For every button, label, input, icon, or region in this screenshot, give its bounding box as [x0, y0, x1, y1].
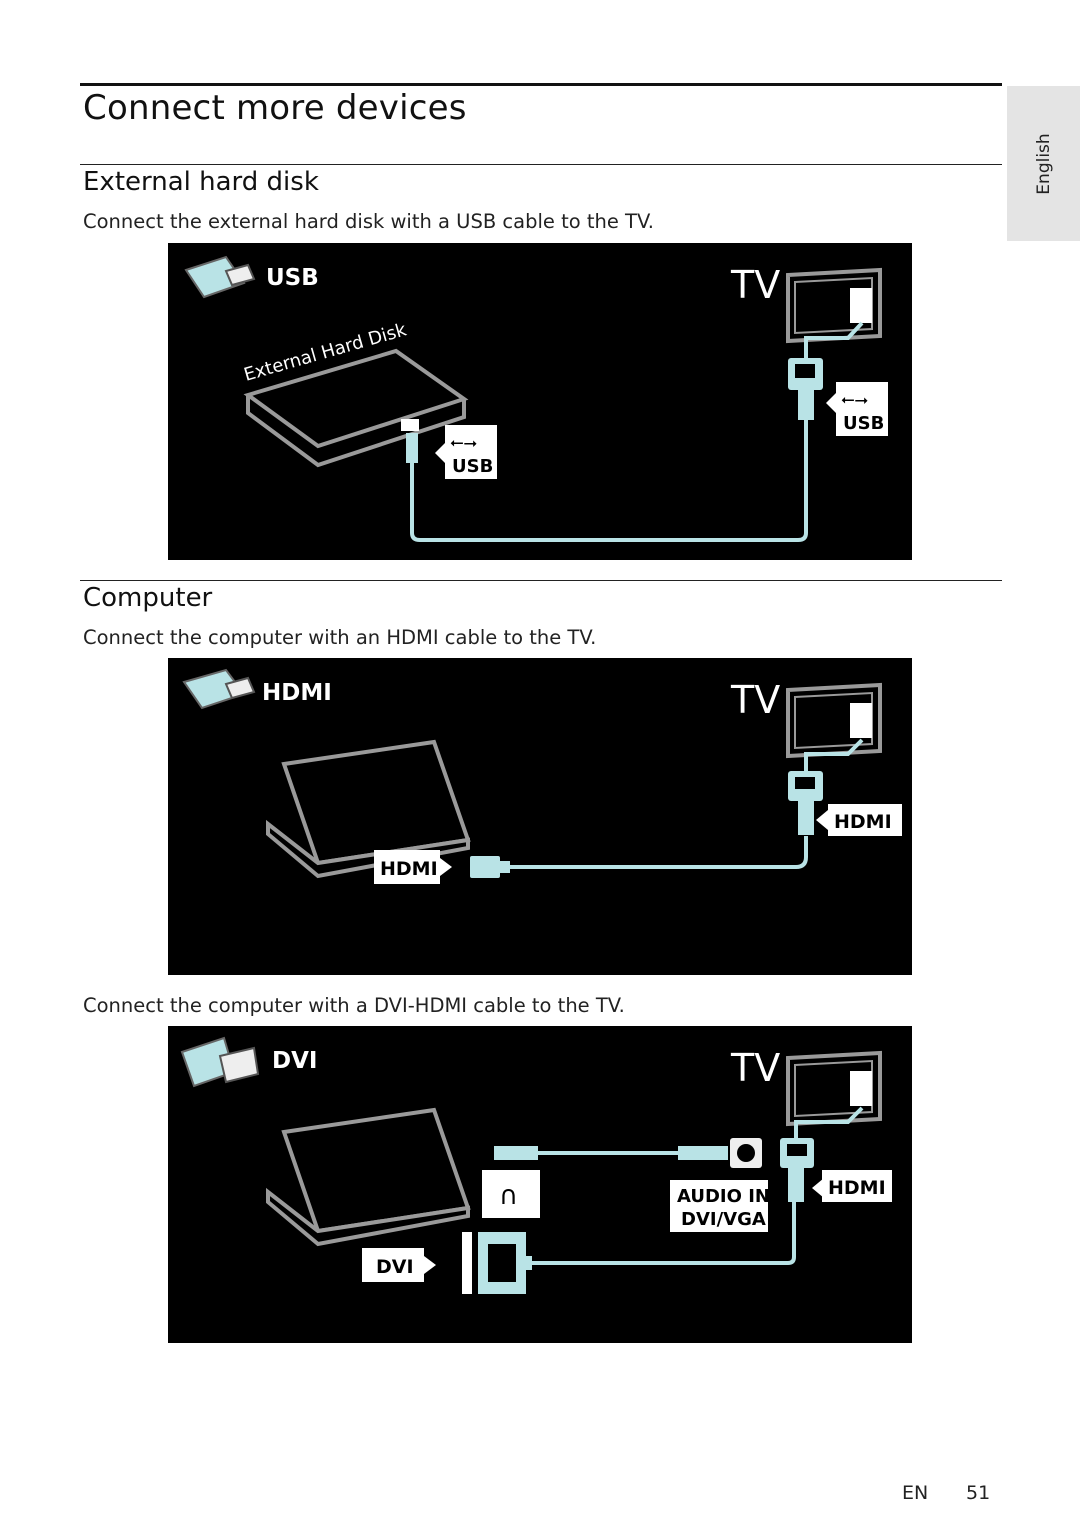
tv-port-label: HDMI: [828, 1177, 886, 1199]
laptop-icon: [266, 739, 471, 879]
headphone-port-badge: ∩: [482, 1170, 540, 1218]
caption-computer-hdmi: Connect the computer with an HDMI cable …: [83, 626, 597, 649]
svg-text:⭠⭢: ⭠⭢: [841, 390, 868, 410]
caption-hdd: Connect the external hard disk with a US…: [83, 210, 654, 233]
title-rule: [80, 83, 1002, 86]
connector-label-hdmi: HDMI: [262, 680, 332, 706]
dvi-plug-icon: [180, 1036, 260, 1088]
page-number: 51: [966, 1482, 991, 1504]
usb-cable: [406, 321, 864, 542]
tv-icon: [786, 682, 882, 759]
connector-label-dvi: DVI: [272, 1048, 317, 1074]
svg-text:⭠⭢: ⭠⭢: [450, 433, 477, 453]
tv-icon: [786, 267, 882, 344]
tv-label: TV: [730, 1046, 780, 1090]
hdmi-plug-icon: [182, 668, 256, 710]
diagram-usb-hdd-svg: USB TV External Hard Disk ⭠⭢: [184, 255, 888, 542]
hard-disk-icon: [243, 348, 469, 468]
audio-in-label-1: AUDIO IN: [677, 1186, 770, 1207]
device-port-badge: DVI: [362, 1248, 436, 1282]
footer-language: EN: [902, 1482, 929, 1504]
language-tab-label: English: [1033, 132, 1054, 195]
tv-port-label: HDMI: [834, 811, 892, 833]
diagram-dvi-computer: DVI TV ∩ AUDIO IN DVI/VGA: [168, 1026, 912, 1343]
device-port-label: USB: [452, 456, 493, 477]
device-port-badge: ⭠⭢ USB: [435, 425, 497, 479]
page-title: Connect more devices: [83, 88, 467, 128]
audio-cable: [494, 1138, 762, 1168]
tv-port-badge: HDMI: [812, 1170, 892, 1202]
tv-port-label: USB: [843, 413, 884, 434]
audio-in-label-2: DVI/VGA: [681, 1209, 766, 1230]
hdmi-cable: [470, 738, 864, 878]
section-title-computer: Computer: [83, 583, 213, 613]
svg-text:∩: ∩: [499, 1181, 518, 1211]
device-port-label: DVI: [376, 1256, 414, 1278]
laptop-icon: [266, 1107, 471, 1247]
section-rule-computer: [80, 580, 1002, 581]
connector-label-usb: USB: [266, 265, 319, 291]
device-port-badge: HDMI: [374, 850, 452, 884]
audio-in-badge: AUDIO IN DVI/VGA: [670, 1180, 770, 1232]
device-port-label: HDMI: [380, 858, 438, 880]
diagram-hdmi-computer-svg: HDMI TV HDMI HDMI: [182, 668, 902, 884]
diagram-hdmi-computer: HDMI TV HDMI HDMI: [168, 658, 912, 975]
tv-label: TV: [730, 263, 780, 307]
language-tab: English: [1007, 86, 1080, 241]
tv-port-badge: ⭠⭢ USB: [826, 382, 888, 436]
dvi-hdmi-cable: [462, 1106, 864, 1294]
caption-computer-dvi: Connect the computer with a DVI-HDMI cab…: [83, 994, 625, 1017]
usb-stick-icon: [184, 255, 256, 299]
tv-icon: [786, 1050, 882, 1127]
section-rule-hdd: [80, 164, 1002, 165]
diagram-usb-hdd: USB TV External Hard Disk ⭠⭢: [168, 243, 912, 560]
section-title-hdd: External hard disk: [83, 167, 319, 197]
tv-label: TV: [730, 678, 780, 722]
diagram-dvi-computer-svg: DVI TV ∩ AUDIO IN DVI/VGA: [180, 1036, 892, 1294]
tv-port-badge: HDMI: [816, 804, 902, 836]
